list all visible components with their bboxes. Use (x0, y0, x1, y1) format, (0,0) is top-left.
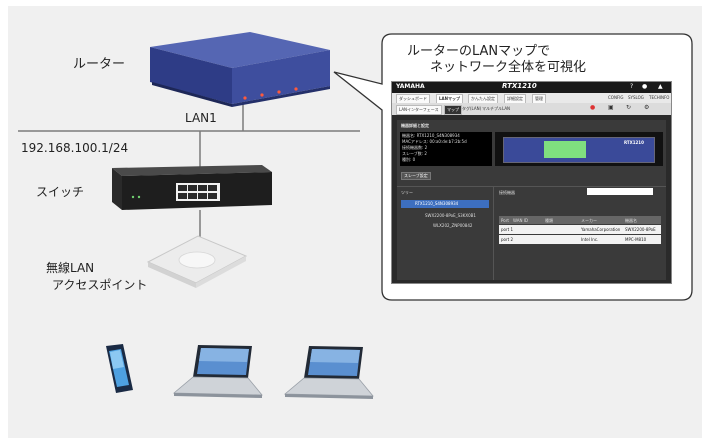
cell-maker: YamahaCorporation (581, 227, 621, 232)
search-input[interactable] (587, 188, 653, 195)
cell-port: port 2 (501, 237, 514, 242)
col-type[interactable]: 種類 (545, 218, 553, 223)
switch-icon (112, 165, 272, 210)
connected-devices-title: 接続機器 (499, 190, 515, 195)
lan-ports-image (544, 141, 586, 158)
screenshot-main-panel: 機器詳細と設定 機器名: RTX1210_S4N308934 MACアドレス: … (397, 120, 666, 280)
device-info-line: スレーブ数: 2 (402, 151, 427, 156)
access-point-icon (146, 235, 248, 288)
tree-item-label: RTX1210_S4N308934 (415, 201, 459, 206)
cell-device-name: MPC-M810 (625, 237, 647, 242)
screenshot-toolbar: LANインターフェース マップ タグ(LAN) マルチプルLAN ● ▣ ↻ ⚙ (392, 103, 671, 115)
model-title: RTX1210 (502, 82, 537, 90)
device-info-line: 接続機器数: 2 (402, 145, 428, 150)
user-icon[interactable]: ● (642, 83, 648, 90)
menu-tag[interactable]: タグ(LAN) (462, 106, 482, 111)
tree-item-ap[interactable]: WLX202_ZNP00842 (433, 223, 473, 228)
col-maker[interactable]: メーカー (581, 218, 597, 223)
router-icon (150, 32, 330, 107)
router-body-image: RTX1210 (503, 137, 655, 163)
link-techinfo[interactable]: TECHINFO (649, 95, 670, 100)
laptop-icon-2 (283, 346, 374, 399)
tree-item-router[interactable]: RTX1210_S4N308934 (401, 200, 489, 208)
device-info-line: 機器名: RTX1210_S4N308934 (402, 133, 460, 138)
ap-label-line2: アクセスポイント (52, 278, 148, 292)
smartphone-icon (106, 344, 133, 393)
tree-title: ツリー (401, 190, 413, 195)
cell-device-name: SWX2200-8PoE (625, 227, 656, 232)
menu-map[interactable]: マップ (444, 105, 462, 115)
alert-icon[interactable]: ● (590, 104, 596, 111)
callout-line2: ネットワーク全体を可視化 (430, 60, 587, 75)
table-row[interactable]: port 1 YamahaCorporation SWX2200-8PoE (499, 225, 661, 234)
screenshot-titlebar: YAMAHA RTX1210 ? ● ▲ (392, 82, 671, 93)
settings-icon[interactable]: ⚙ (644, 104, 650, 111)
tree-item-switch[interactable]: SWX2200-8PoE_S3KX0B1 (425, 213, 476, 218)
interface-select[interactable]: LANインターフェース (396, 105, 442, 115)
panel-model-label: RTX1210 (624, 140, 644, 145)
router-front-panel: RTX1210 (495, 132, 663, 166)
cell-port: port 1 (501, 227, 514, 232)
cell-maker: Intel Inc. (581, 237, 599, 242)
camera-icon[interactable]: ▣ (608, 104, 614, 111)
col-port[interactable]: Port (501, 218, 509, 223)
screenshot-tabbar: ダッシュボード LANマップ かんたん設定 詳細設定 管理 CONFIG SYS… (392, 93, 671, 104)
device-info-box: 機器名: RTX1210_S4N308934 MACアドレス: 00:a0:de… (400, 132, 492, 166)
link-syslog[interactable]: SYSLOG (628, 95, 644, 100)
slave-settings-button[interactable]: スレーブ設定 (401, 172, 431, 180)
laptop-icon-1 (172, 345, 263, 398)
lan-map-screenshot: YAMAHA RTX1210 ? ● ▲ ダッシュボード LANマップ かんたん… (391, 81, 672, 284)
help-icon[interactable]: ? (630, 83, 634, 90)
lan1-label: LAN1 (185, 111, 217, 125)
table-header: Port WAN ID 種類 メーカー 機器名 (499, 216, 661, 224)
link-config[interactable]: CONFIG (608, 95, 624, 100)
brand-logo: YAMAHA (396, 83, 425, 90)
router-label: ルーター (73, 57, 126, 72)
device-info-title: 機器詳細と設定 (401, 123, 429, 128)
col-device-name[interactable]: 機器名 (625, 218, 637, 223)
device-info-line: 種別: 0 (402, 157, 416, 162)
ip-address-label: 192.168.100.1/24 (21, 141, 129, 155)
device-info-line: MACアドレス: 00:a0:de:b7:2b:5d (402, 139, 467, 144)
ap-label-line1: 無線LAN (46, 261, 95, 275)
switch-label: スイッチ (36, 185, 85, 199)
callout-line1: ルーターのLANマップで (407, 44, 551, 59)
table-row[interactable]: port 2 Intel Inc. MPC-M810 (499, 235, 661, 244)
refresh-icon[interactable]: ↻ (626, 104, 632, 111)
menu-multiple-lan[interactable]: マルチプルLAN (482, 106, 511, 111)
pane-divider (493, 186, 494, 280)
divider (397, 186, 666, 187)
bell-icon[interactable]: ▲ (658, 83, 663, 90)
col-wan-id[interactable]: WAN ID (513, 218, 528, 223)
